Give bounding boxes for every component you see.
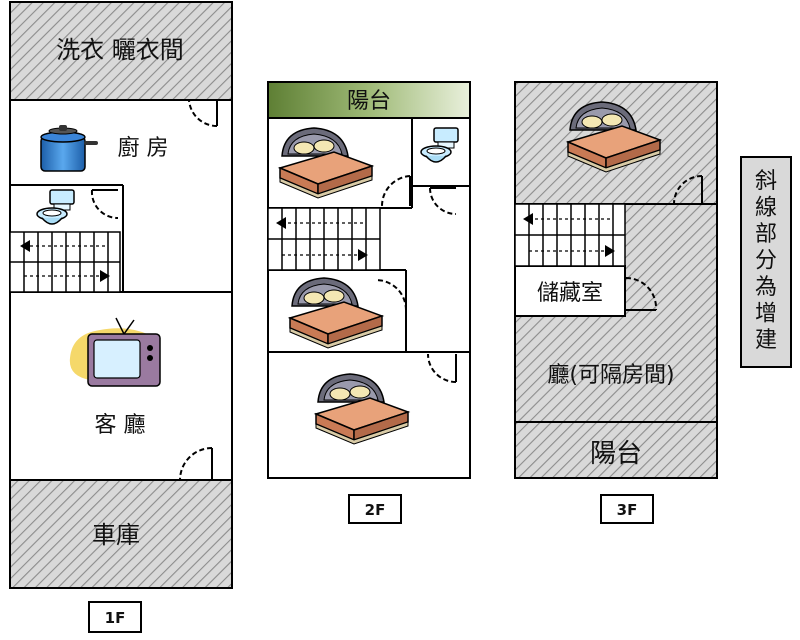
legend-note-box	[740, 156, 792, 368]
floor-3f-tag	[600, 494, 654, 524]
stairs-icon	[9, 231, 121, 293]
room-laundry	[9, 1, 233, 101]
floor-1f: 洗衣 曬衣間 廚 房	[9, 1, 233, 633]
floor-3f-tag-text: 3F	[617, 501, 638, 519]
room-3f-balcony	[514, 421, 718, 479]
room-garage	[9, 479, 233, 589]
door-swing-icon	[427, 353, 457, 383]
stairs-icon	[514, 203, 626, 267]
floor-3f: 儲藏室 廳(可隔房間) 陽台 3F	[514, 81, 718, 524]
door-swing-icon	[625, 276, 658, 311]
room-living-label: 客 廳	[95, 413, 146, 438]
floor-2f-tag	[348, 494, 402, 524]
room-3f-storage-label: 儲藏室	[537, 281, 603, 306]
door-swing-icon	[188, 99, 218, 128]
door-swing-icon	[90, 189, 119, 220]
room-garage-label: 車庫	[92, 521, 140, 549]
room-kitchen-label: 廚 房	[118, 136, 169, 161]
stairs-icon	[267, 207, 381, 271]
floor-2f-tag-text: 2F	[365, 501, 386, 519]
floor-2f: 陽台	[267, 81, 471, 524]
door-swing-icon	[375, 279, 407, 311]
room-laundry-label: 洗衣 曬衣間	[56, 36, 184, 64]
floor-1f-tag	[88, 601, 142, 633]
door-swing-icon	[429, 187, 457, 215]
room-3f-storage	[514, 265, 626, 317]
door-swing-icon	[179, 447, 213, 481]
door-swing-icon	[380, 175, 411, 207]
room-3f-balcony-label: 陽台	[590, 439, 642, 469]
room-3f-hall-label: 廳(可隔房間)	[547, 363, 674, 388]
legend-note-text: 斜線部分為增建	[755, 169, 777, 353]
legend-note: 斜線部分為增建	[740, 156, 792, 368]
door-swing-icon	[673, 175, 703, 205]
room-2f-balcony-label: 陽台	[347, 89, 391, 114]
room-2f-balcony	[267, 81, 471, 119]
tv-icon	[69, 317, 161, 387]
floor-1f-tag-text: 1F	[105, 609, 126, 627]
pot-icon	[40, 125, 98, 172]
